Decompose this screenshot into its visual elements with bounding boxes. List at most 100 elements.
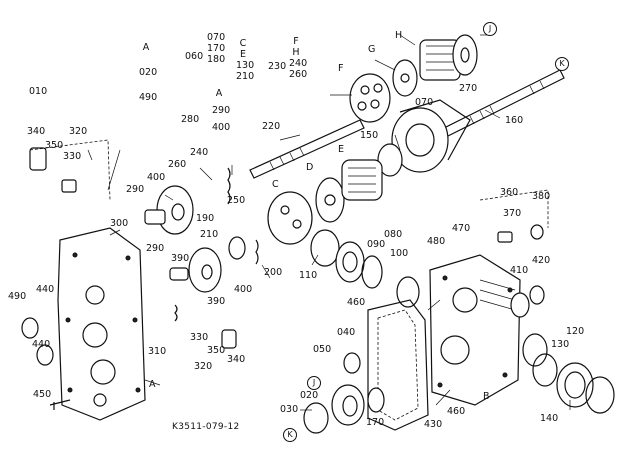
label-200: 200 [264, 267, 283, 278]
group-060-item-180: 180 [207, 54, 226, 65]
label-150: 150 [360, 130, 379, 141]
ref-K-bottom: K [283, 428, 297, 442]
leader-lines [87, 34, 571, 411]
label-370: 370 [503, 208, 522, 219]
washer-270 [452, 34, 478, 76]
ref-D: D [306, 162, 314, 173]
ref-E: E [338, 144, 345, 155]
housing-070 [391, 99, 471, 173]
bearing-290 [144, 209, 166, 225]
label-430: 430 [424, 419, 443, 430]
label-340: 340 [27, 126, 46, 137]
seal-440 [36, 344, 54, 366]
label-130: 130 [551, 339, 570, 350]
washer-210 [228, 236, 246, 260]
group-230-item-f: F [293, 36, 299, 47]
label-390: 390 [171, 253, 190, 264]
ring-140b [585, 376, 615, 414]
label-080: 080 [384, 229, 403, 240]
bearing-290b [169, 267, 189, 281]
bearing-010 [331, 384, 365, 426]
label-310: 310 [148, 346, 167, 357]
group-280-item-400: 400 [212, 122, 231, 133]
label-480: 480 [427, 236, 446, 247]
group-280-item-a: A [215, 88, 223, 99]
label-290b: 290 [146, 243, 165, 254]
ref-J-bottom: J [307, 376, 321, 390]
label-160: 160 [505, 115, 524, 126]
label-440b: 440 [32, 339, 51, 350]
label-490: 490 [8, 291, 27, 302]
label-320: 320 [69, 126, 88, 137]
shaft-160 [439, 69, 565, 139]
piston-assembly-E [341, 159, 383, 201]
label-450: 450 [33, 389, 52, 400]
label-300: 300 [110, 218, 129, 229]
swash-plate-400b [188, 247, 222, 293]
label-350b: 350 [207, 345, 226, 356]
ring-110 [310, 229, 340, 267]
diagram-code: K3511-079-12 [172, 422, 240, 432]
group-060b-list: C E 130 210 [236, 38, 254, 82]
left-cover-housing [57, 227, 146, 421]
ref-K-top: K [555, 57, 569, 71]
label-100: 100 [390, 248, 409, 259]
group-010-list: A 020 490 [139, 42, 157, 122]
label-340b: 340 [227, 354, 246, 365]
label-280: 280 [181, 114, 200, 125]
label-220: 220 [262, 121, 281, 132]
label-260: 260 [168, 159, 187, 170]
label-190: 190 [196, 213, 215, 224]
label-210: 210 [200, 229, 219, 240]
ref-H: H [395, 30, 403, 41]
label-060: 060 [185, 51, 204, 62]
ref-A-bottom: A [149, 379, 156, 390]
label-270: 270 [459, 83, 478, 94]
group-230-list: F H 240 260 [289, 36, 308, 80]
cylinder-block-C [267, 191, 313, 245]
group-230-item-240: 240 [289, 58, 308, 69]
seal-420 [529, 285, 545, 305]
group-280-list: A 290 400 [212, 88, 231, 133]
label-350: 350 [45, 140, 64, 151]
ref-B: B [483, 391, 490, 402]
label-120: 120 [566, 326, 585, 337]
group-060-list: 070 170 180 [207, 32, 226, 65]
label-440: 440 [36, 284, 55, 295]
spring-250 [227, 167, 231, 205]
label-010: 010 [29, 86, 48, 97]
label-330: 330 [63, 151, 82, 162]
label-460b: 460 [447, 406, 466, 417]
label-240: 240 [190, 147, 209, 158]
spring-200 [255, 239, 259, 265]
gasket-460 [367, 299, 429, 431]
label-420: 420 [532, 255, 551, 266]
label-460: 460 [347, 297, 366, 308]
label-470: 470 [452, 223, 471, 234]
ref-G: G [368, 44, 376, 55]
label-070: 070 [415, 97, 434, 108]
seal-410 [510, 292, 530, 318]
group-010-item-a: A [142, 42, 150, 53]
label-400: 400 [147, 172, 166, 183]
label-250: 250 [227, 195, 246, 206]
group-230-item-260: 260 [289, 69, 308, 80]
ref-F: F [338, 63, 344, 74]
ring-120 [522, 333, 548, 367]
valve-340b [174, 304, 237, 349]
label-030: 030 [280, 404, 299, 415]
group-060-item-170: 170 [207, 43, 226, 54]
bearing-080 [335, 241, 365, 283]
seal-490 [21, 317, 39, 339]
main-shaft-220 [249, 119, 365, 179]
spacer-050 [343, 352, 361, 374]
right-housing [429, 254, 521, 406]
label-020: 020 [300, 390, 319, 401]
plate-G [392, 59, 418, 97]
ring-130 [532, 353, 558, 387]
label-410: 410 [510, 265, 529, 276]
ref-J-top: J [483, 22, 497, 36]
label-330b: 330 [190, 332, 209, 343]
